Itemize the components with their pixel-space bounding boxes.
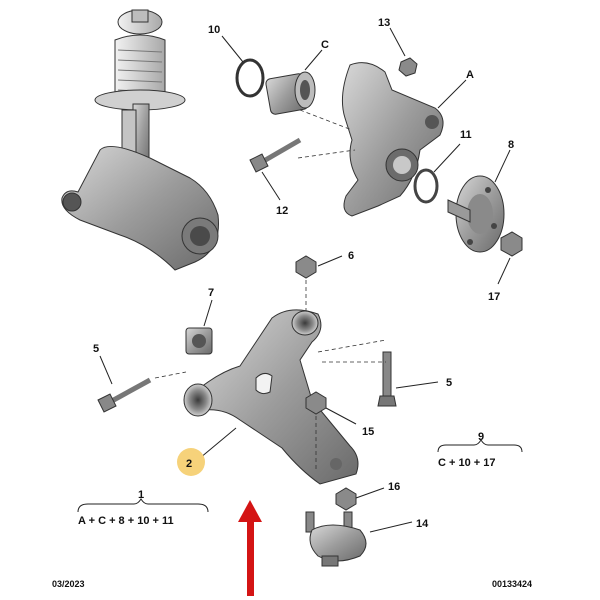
bushing-bracket-7 [185,327,213,355]
wheel-hub-8 [447,175,505,253]
wheel-bearing-c [265,71,316,115]
circlip-10 [235,58,265,98]
footer-reference: 00133424 [492,579,532,589]
snap-ring-11 [413,168,439,204]
kit-9-contents: C + 10 + 17 [438,457,496,469]
label-5-left: 5 [93,343,99,355]
nut-13 [398,57,418,77]
nut-16 [335,487,357,511]
bolt-12 [249,137,302,173]
label-11: 11 [460,129,472,141]
label-14: 14 [416,518,429,530]
label-12: 12 [276,205,288,217]
label-6: 6 [348,250,354,262]
nut-6 [295,255,317,279]
steering-knuckle-a [341,62,444,217]
label-13: 13 [378,17,390,29]
kit-1-number: 1 [138,489,144,501]
kit-1-callout: 1 A + C + 8 + 10 + 11 [77,489,209,527]
label-c: C [321,39,329,51]
pointer-arrow [238,500,262,596]
kit-9-number: 9 [478,431,484,443]
kit-9-callout: 9 C + 10 + 17 [437,431,523,469]
label-16: 16 [388,481,400,493]
label-8: 8 [508,139,514,151]
ball-joint-14 [305,511,367,567]
label-15: 15 [362,426,374,438]
label-5-right: 5 [446,377,452,389]
label-a: A [466,69,474,81]
hub-nut-17 [500,231,523,257]
label-7: 7 [208,287,214,299]
bolt-5-left [97,377,152,413]
bolt-5-right [377,351,397,407]
highlight-badge [177,448,205,476]
footer-date: 03/2023 [52,579,85,589]
kit-1-contents: A + C + 8 + 10 + 11 [78,515,174,527]
strut-assembly-illustration [61,9,220,271]
label-2: 2 [186,458,192,470]
lower-control-arm-2 [183,309,359,485]
label-17: 17 [488,291,500,303]
label-10: 10 [208,24,220,36]
